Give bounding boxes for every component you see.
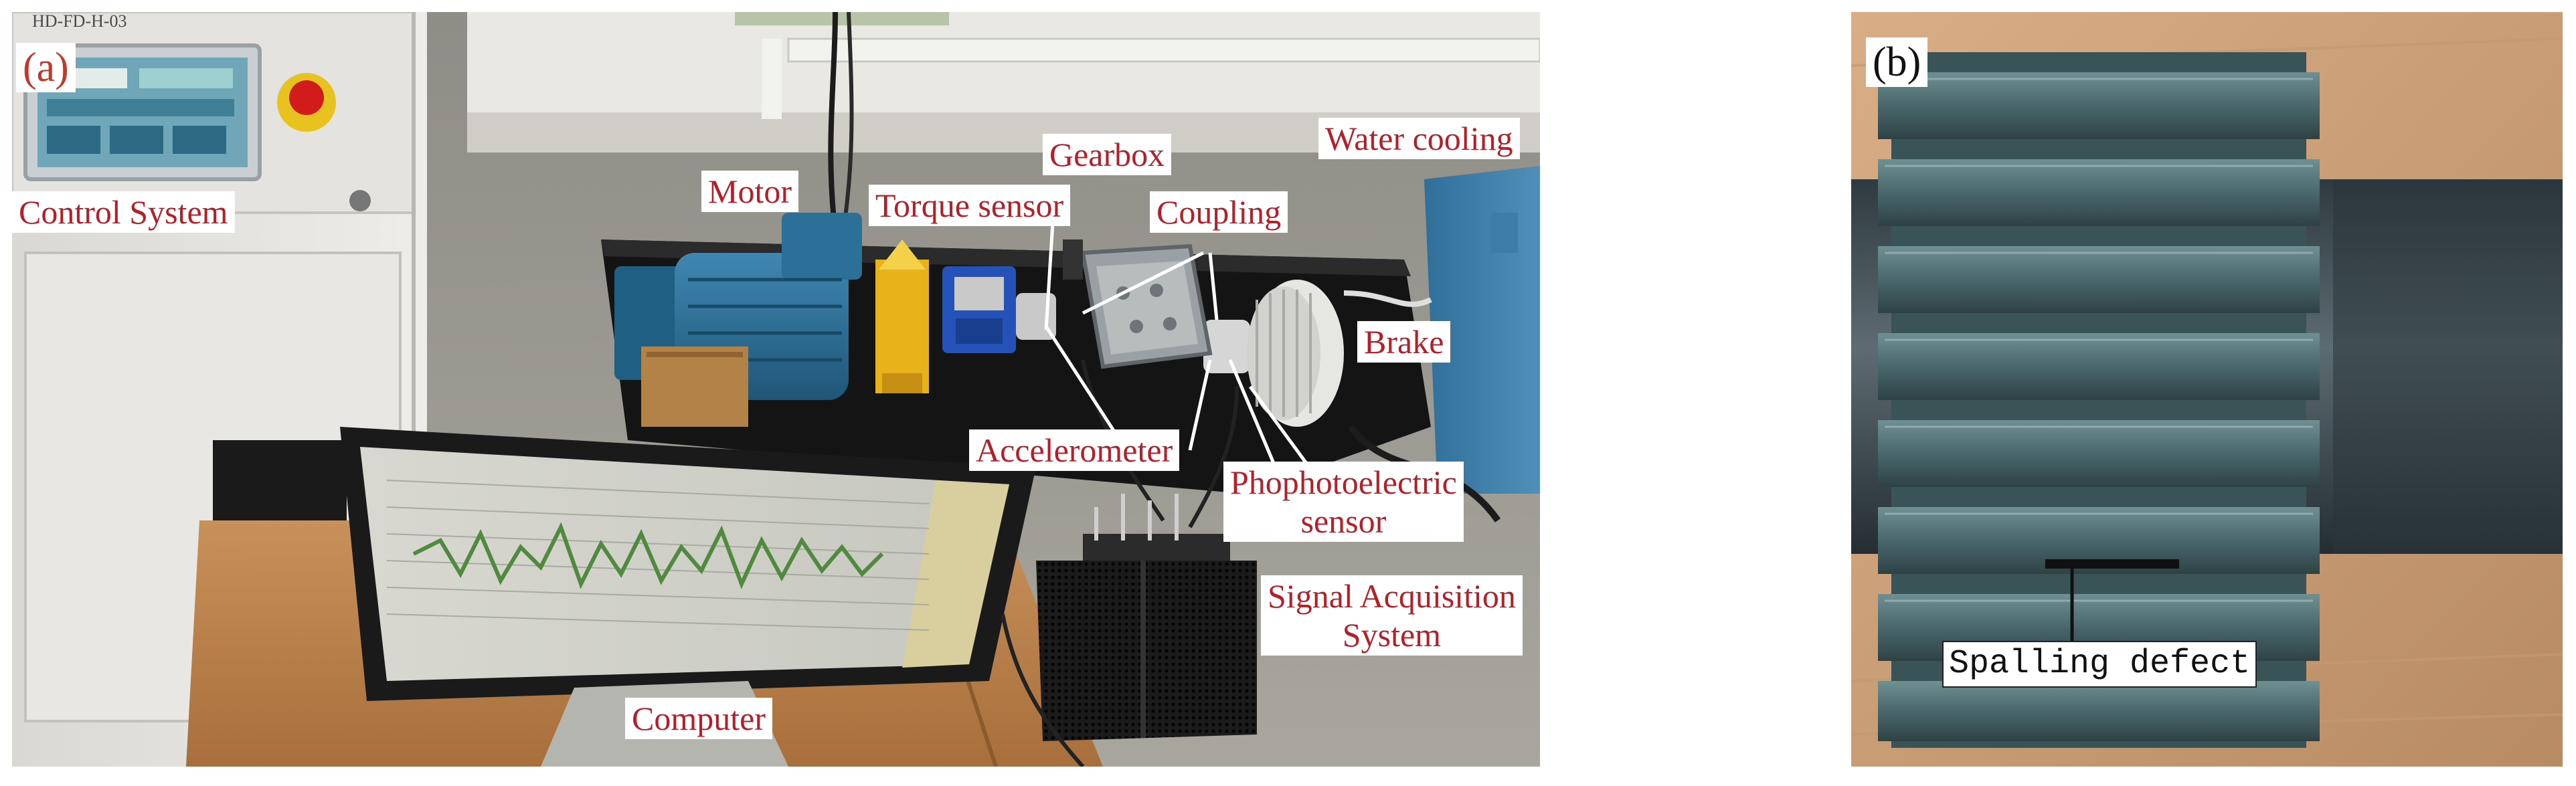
- panel-b-gear-closeup: (b) Spalling defect: [1851, 12, 2563, 767]
- callout-gearbox: Gearbox: [1043, 134, 1172, 175]
- spalling-defect-mark: [2045, 559, 2179, 569]
- callout-water-cooling: Water cooling: [1318, 118, 1520, 159]
- callout-brake: Brake: [1357, 321, 1451, 363]
- gear-teeth: [1878, 52, 2320, 748]
- callout-signal-acquisition: Signal Acquisition System: [1261, 575, 1523, 656]
- panel-b-label: (b): [1866, 37, 1928, 87]
- callout-photoelectric-sensor: Phophotoelectric sensor: [1223, 462, 1464, 542]
- callout-accelerometer: Accelerometer: [969, 429, 1180, 471]
- test-rig-scene: HD-FD-H-03: [12, 12, 1540, 767]
- callout-motor: Motor: [701, 171, 798, 212]
- spalling-defect-label: Spalling defect: [1942, 641, 2257, 688]
- callout-computer: Computer: [625, 698, 772, 739]
- callout-torque-sensor: Torque sensor: [869, 185, 1071, 226]
- panel-a-label: (a): [16, 43, 76, 92]
- callout-control-system: Control System: [12, 191, 235, 233]
- machine-title-text: HD-FD-H-03: [32, 12, 127, 31]
- panel-a-test-rig-photo: HD-FD-H-03 (a) Control System Motor Torq…: [12, 12, 1540, 767]
- callout-coupling: Coupling: [1150, 191, 1288, 233]
